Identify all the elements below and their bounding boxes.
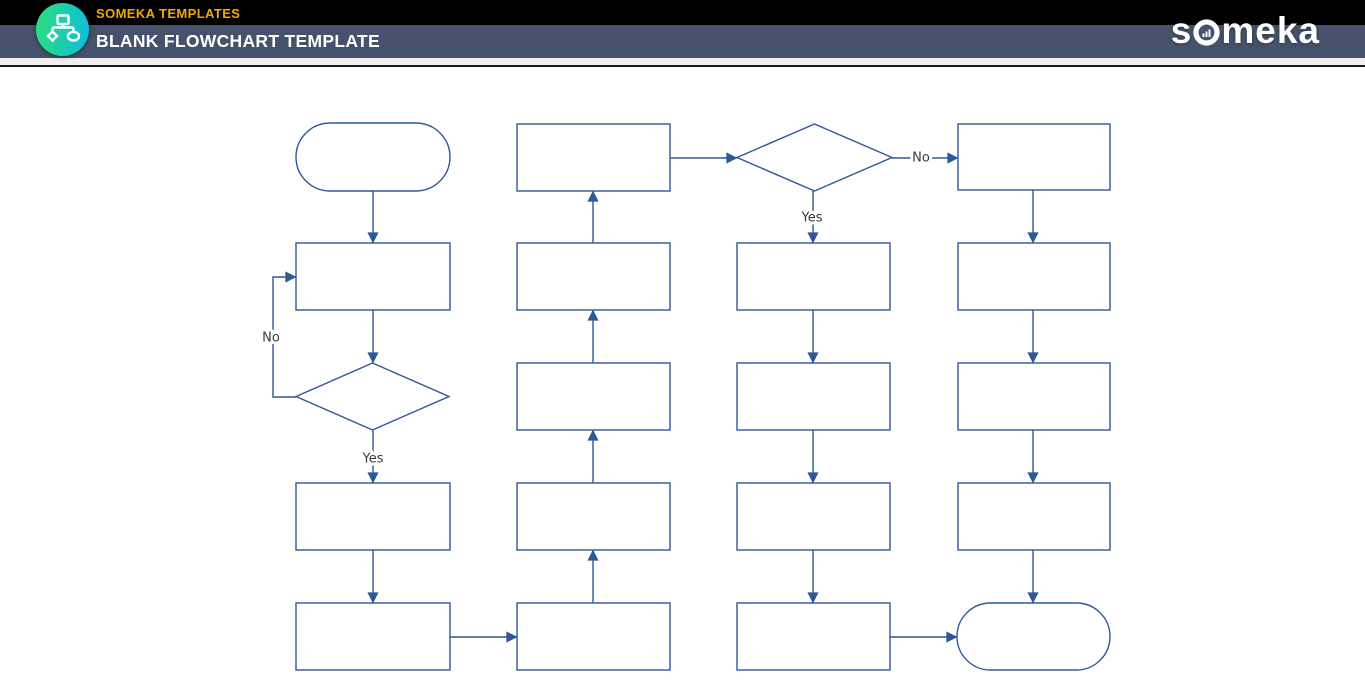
node-process-c3-r2[interactable] — [736, 242, 891, 311]
flowchart-icon — [45, 13, 80, 42]
brand-name: SOMEKA TEMPLATES — [96, 6, 241, 21]
node-terminator-end[interactable] — [956, 602, 1111, 671]
node-process-c2-r1[interactable] — [516, 123, 671, 192]
edge-label: Yes — [362, 452, 384, 467]
logo-o-chart-icon — [1193, 13, 1220, 55]
page-title: BLANK FLOWCHART TEMPLATE — [96, 31, 380, 51]
node-process-c2-r5[interactable] — [516, 602, 671, 671]
node-process-c3-r5[interactable] — [736, 602, 891, 671]
node-process-c1-r2[interactable] — [295, 242, 451, 311]
connector-c1-decision-no-loop — [272, 271, 297, 398]
node-process-c1-r5[interactable] — [295, 602, 451, 671]
node-process-c3-r3[interactable] — [736, 362, 891, 431]
node-process-c2-r2[interactable] — [516, 242, 671, 311]
header: SOMEKA TEMPLATES BLANK FLOWCHART TEMPLAT… — [0, 0, 1365, 67]
node-process-c4-r3[interactable] — [957, 362, 1111, 431]
node-decision-c3[interactable] — [735, 123, 894, 192]
edge-label: No — [912, 151, 930, 166]
node-terminator-start[interactable] — [295, 122, 451, 192]
header-main-band: BLANK FLOWCHART TEMPLATE — [0, 25, 1365, 58]
someka-logo: s meka — [1171, 5, 1320, 57]
node-process-c2-r3[interactable] — [516, 362, 671, 431]
node-process-c1-r4[interactable] — [295, 482, 451, 551]
edge-label: No — [262, 331, 280, 346]
node-process-c4-r2[interactable] — [957, 242, 1111, 311]
header-top-band: SOMEKA TEMPLATES — [0, 0, 1365, 25]
header-divider — [0, 58, 1365, 67]
edge-label: Yes — [801, 211, 823, 226]
node-process-c3-r4[interactable] — [736, 482, 891, 551]
logo-text-pre: s — [1170, 10, 1193, 51]
node-process-c4-r4[interactable] — [957, 482, 1111, 551]
node-process-c4-r1[interactable] — [957, 123, 1111, 191]
node-process-c2-r4[interactable] — [516, 482, 671, 551]
node-decision-c1[interactable] — [294, 362, 451, 431]
logo-text-post: meka — [1221, 10, 1320, 51]
flowchart-badge — [36, 3, 89, 56]
